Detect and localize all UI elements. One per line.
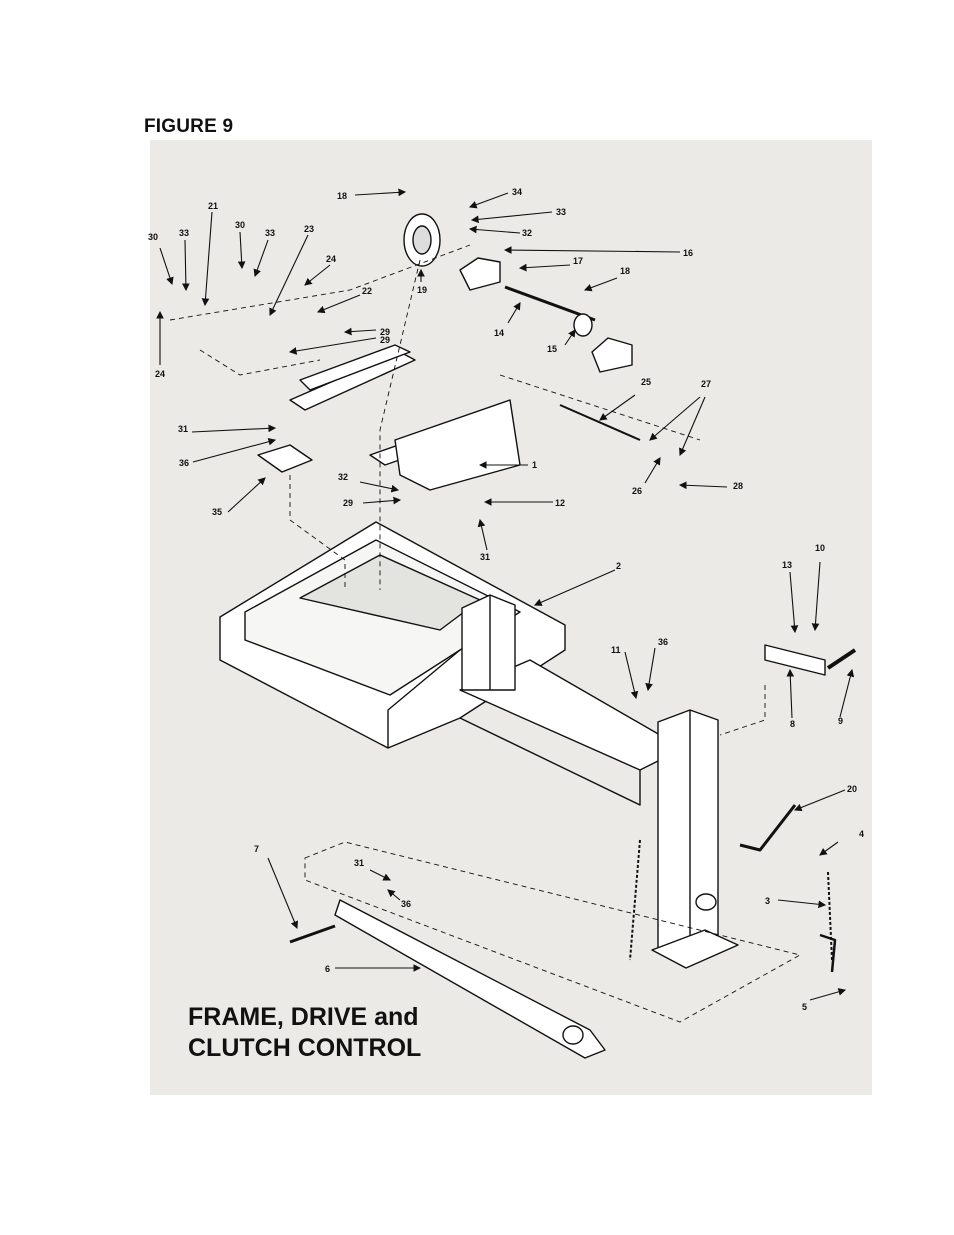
callout-15: 15 <box>547 344 557 354</box>
callout-6: 6 <box>325 964 330 974</box>
callout-22: 22 <box>362 286 372 296</box>
plate-8 <box>765 645 825 675</box>
jack-post <box>658 710 718 962</box>
callout-18a: 18 <box>337 191 347 201</box>
callout-33c: 33 <box>265 228 275 238</box>
diagram-title-line-1: FRAME, DRIVE and <box>188 1002 421 1033</box>
callout-28: 28 <box>733 481 743 491</box>
callout-36a: 36 <box>179 458 189 468</box>
plate-35 <box>258 445 312 472</box>
callout-35: 35 <box>212 507 222 517</box>
chain-left <box>630 840 640 960</box>
callout-13: 13 <box>782 560 792 570</box>
diagram-title-line-2: CLUTCH CONTROL <box>188 1033 421 1064</box>
callout-32b: 32 <box>338 472 348 482</box>
callout-36b: 36 <box>658 637 668 647</box>
callout-5: 5 <box>802 1002 807 1012</box>
callout-23: 23 <box>304 224 314 234</box>
callout-20: 20 <box>847 784 857 794</box>
jack-hole <box>696 894 716 910</box>
callout-4: 4 <box>859 829 864 839</box>
callout-12: 12 <box>555 498 565 508</box>
callout-31c: 31 <box>354 858 364 868</box>
callout-26: 26 <box>632 486 642 496</box>
callout-36c: 36 <box>401 899 411 909</box>
callout-24b: 24 <box>155 369 165 379</box>
rod-25 <box>560 405 640 440</box>
clutch-15 <box>574 314 592 336</box>
handle-20 <box>740 805 795 850</box>
callout-31a: 31 <box>178 424 188 434</box>
callout-10: 10 <box>815 543 825 553</box>
callout-11: 11 <box>611 645 621 655</box>
callout-2: 2 <box>616 561 621 571</box>
callout-25: 25 <box>641 377 651 387</box>
callout-33b: 33 <box>179 228 189 238</box>
chain-3 <box>828 872 832 960</box>
pillow-block-upper <box>460 258 500 290</box>
drive-bracket <box>395 400 520 490</box>
pillow-block-lower <box>592 338 632 372</box>
pin-5 <box>820 935 835 972</box>
callout-17: 17 <box>573 256 583 266</box>
callout-27: 27 <box>701 379 711 389</box>
callout-19: 19 <box>417 285 427 295</box>
callout-3: 3 <box>765 896 770 906</box>
callout-18b: 18 <box>620 266 630 276</box>
callout-16: 16 <box>683 248 693 258</box>
callout-24a: 24 <box>326 254 336 264</box>
callout-30a: 30 <box>148 232 158 242</box>
callout-33a: 33 <box>556 207 566 217</box>
callout-29b: 29 <box>380 335 390 345</box>
callout-8: 8 <box>790 719 795 729</box>
callout-1: 1 <box>532 460 537 470</box>
upright-bracket <box>462 595 515 690</box>
callout-32a: 32 <box>522 228 532 238</box>
callout-9: 9 <box>838 716 843 726</box>
diagram-title: FRAME, DRIVE and CLUTCH CONTROL <box>188 1002 421 1064</box>
callout-31b: 31 <box>480 552 490 562</box>
bolt-7 <box>290 926 335 942</box>
callout-29c: 29 <box>343 498 353 508</box>
callout-34: 34 <box>512 187 522 197</box>
callout-14: 14 <box>494 328 504 338</box>
callout-30b: 30 <box>235 220 245 230</box>
callout-21: 21 <box>208 201 218 211</box>
callout-7: 7 <box>254 844 259 854</box>
